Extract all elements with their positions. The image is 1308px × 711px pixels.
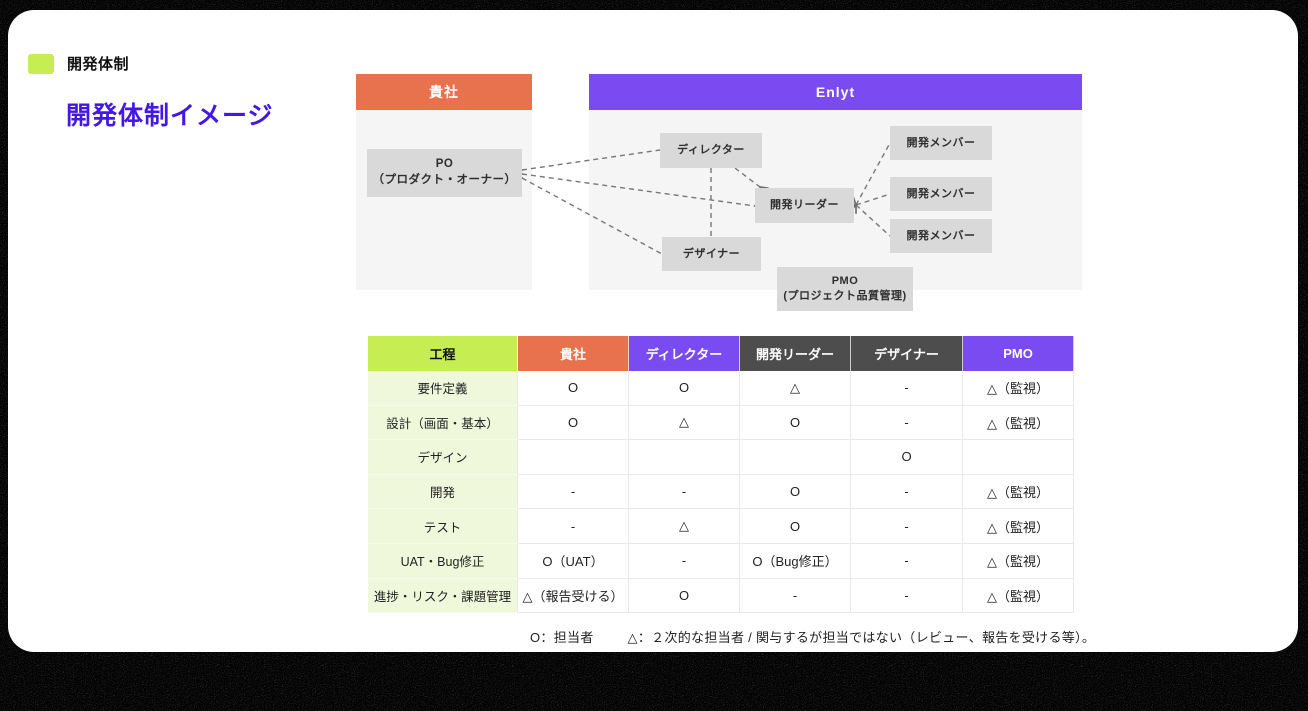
matrix-cell-1-2: O <box>740 405 851 441</box>
row-label-0: 要件定義 <box>368 371 518 406</box>
matrix-cell-5-0: O（UAT） <box>518 543 629 579</box>
row-label-3: 開発 <box>368 474 518 510</box>
matrix-cell-1-0: O <box>518 405 629 441</box>
matrix-cell-3-1: - <box>629 474 740 510</box>
matrix-cell-4-4: △（監視） <box>963 509 1074 544</box>
matrix-cell-0-1: O <box>629 371 740 406</box>
matrix-cell-6-3: - <box>851 578 963 614</box>
matrix-cell-6-4: △（監視） <box>963 578 1074 614</box>
matrix-cell-5-1: - <box>629 543 740 579</box>
node-po-title: PO <box>435 158 454 171</box>
node-po: PO （プロダクト・オーナー） <box>367 149 522 197</box>
matrix-cell-1-4: △（監視） <box>963 405 1074 441</box>
column-header-4: デザイナー <box>851 336 963 371</box>
section-label: 開発体制 <box>67 56 130 73</box>
row-label-6: 進捗・リスク・課題管理 <box>368 578 518 614</box>
matrix-cell-0-4: △（監視） <box>963 371 1074 406</box>
matrix-cell-2-4 <box>963 440 1074 475</box>
legend: O：担当者 △：２次的な担当者 / 関与するが担当ではない（レビュー、報告を受け… <box>530 627 1095 646</box>
node-pmo-title: PMO <box>831 275 859 288</box>
column-header-2: ディレクター <box>629 336 740 371</box>
legend-triangle: △：２次的な担当者 / 関与するが担当ではない（レビュー、報告を受ける等）。 <box>627 630 1096 645</box>
node-dev-member-3: 開発メンバー <box>890 219 992 253</box>
matrix-cell-5-2: O（Bug修正） <box>740 543 851 579</box>
matrix-cell-0-2: △ <box>740 371 851 406</box>
node-dev-member-2: 開発メンバー <box>890 177 992 211</box>
matrix-cell-4-0: - <box>518 509 629 544</box>
section-header: 開発体制 <box>28 53 129 74</box>
client-panel-header: 貴社 <box>356 74 532 110</box>
row-label-2: デザイン <box>368 440 518 475</box>
column-header-0: 工程 <box>368 336 518 371</box>
column-header-1: 貴社 <box>518 336 629 371</box>
row-label-4: テスト <box>368 509 518 544</box>
matrix-cell-2-0 <box>518 440 629 475</box>
matrix-cell-0-0: O <box>518 371 629 406</box>
column-header-5: PMO <box>963 336 1074 371</box>
legend-circle: O：担当者 <box>530 630 594 645</box>
node-pmo-subtitle: (プロジェクト品質管理) <box>783 290 907 302</box>
matrix-cell-2-3: O <box>851 440 963 475</box>
accent-square <box>28 53 54 74</box>
node-po-subtitle: （プロダクト・オーナー） <box>372 174 517 186</box>
matrix-cell-0-3: - <box>851 371 963 406</box>
vendor-panel-header: Enlyt <box>589 74 1082 110</box>
node-pmo: PMO (プロジェクト品質管理) <box>777 267 913 311</box>
node-director: ディレクター <box>660 133 762 168</box>
row-label-5: UAT・Bug修正 <box>368 543 518 579</box>
matrix-cell-6-2: - <box>740 578 851 614</box>
matrix-cell-1-3: - <box>851 405 963 441</box>
matrix-cell-3-0: - <box>518 474 629 510</box>
matrix-cell-4-2: O <box>740 509 851 544</box>
matrix-cell-2-1 <box>629 440 740 475</box>
node-dev-member-1: 開発メンバー <box>890 126 992 160</box>
page-title: 開発体制イメージ <box>66 102 274 130</box>
node-designer: デザイナー <box>662 237 761 271</box>
matrix-cell-2-2 <box>740 440 851 475</box>
node-dev-leader: 開発リーダー <box>755 188 854 223</box>
row-label-1: 設計（画面・基本） <box>368 405 518 441</box>
matrix-cell-3-4: △（監視） <box>963 474 1074 510</box>
matrix-cell-4-1: △ <box>629 509 740 544</box>
matrix-cell-1-1: △ <box>629 405 740 441</box>
column-header-3: 開発リーダー <box>740 336 851 371</box>
matrix-cell-6-0: △（報告受ける） <box>518 578 629 614</box>
matrix-cell-3-2: O <box>740 474 851 510</box>
matrix-cell-6-1: O <box>629 578 740 614</box>
matrix-cell-4-3: - <box>851 509 963 544</box>
matrix-cell-5-4: △（監視） <box>963 543 1074 579</box>
matrix-cell-5-3: - <box>851 543 963 579</box>
matrix-cell-3-3: - <box>851 474 963 510</box>
slide: 開発体制 開発体制イメージ 貴社 Enlyt PO （プロダクト・オーナー） デ… <box>8 10 1298 652</box>
